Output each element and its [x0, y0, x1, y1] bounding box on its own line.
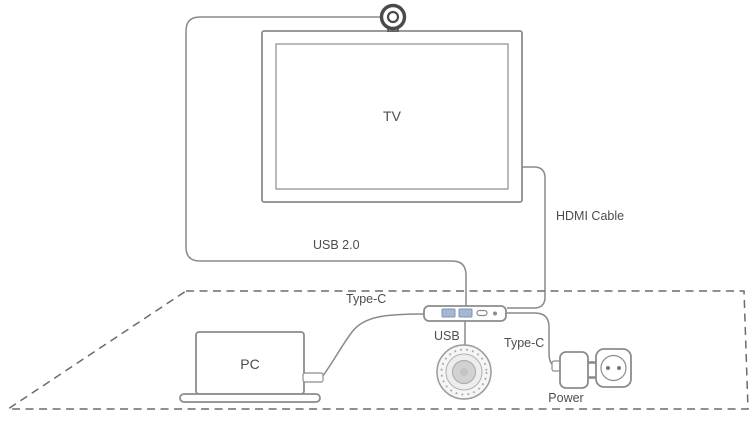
- speakerphone: [436, 344, 492, 400]
- laptop-base: [179, 393, 321, 403]
- pc-laptop: PC: [179, 331, 324, 403]
- laptop-usb-connector: [302, 372, 324, 383]
- hdmi-cable: [507, 166, 546, 309]
- typec-left-label: Type-C: [346, 292, 386, 306]
- usb2-cable: [185, 16, 467, 307]
- usb-hub: [423, 305, 507, 322]
- speakerphone-grille: [440, 348, 488, 396]
- socket-round: [600, 354, 627, 382]
- camera-lens-inner: [386, 10, 400, 24]
- usb-label: USB: [434, 329, 460, 343]
- power-label: Power: [548, 391, 583, 405]
- typec-cable-pc: [321, 313, 425, 378]
- table-outline: [5, 290, 749, 410]
- hdmi-label: HDMI Cable: [556, 209, 624, 223]
- hub-usb-port-1: [441, 308, 456, 318]
- hub-led: [493, 311, 497, 316]
- socket-hole-left: [606, 366, 610, 370]
- hub-usb-port-2: [458, 308, 473, 318]
- hub-typec-port: [476, 309, 488, 317]
- camera-icon: [379, 3, 407, 32]
- adapter-body: [559, 351, 589, 389]
- pc-label: PC: [240, 356, 259, 372]
- power-adapter: [551, 348, 632, 389]
- cable-labels: USB 2.0 HDMI Cable Type-C Type-C USB Pow…: [313, 209, 624, 405]
- socket-hole-right: [617, 366, 621, 370]
- tv: TV: [261, 30, 523, 203]
- tv-label: TV: [383, 108, 402, 124]
- speakerphone-center: [460, 368, 468, 376]
- typec-right-label: Type-C: [504, 336, 544, 350]
- usb2-label: USB 2.0: [313, 238, 360, 252]
- tv-screen: [275, 43, 509, 190]
- cables: [185, 16, 558, 378]
